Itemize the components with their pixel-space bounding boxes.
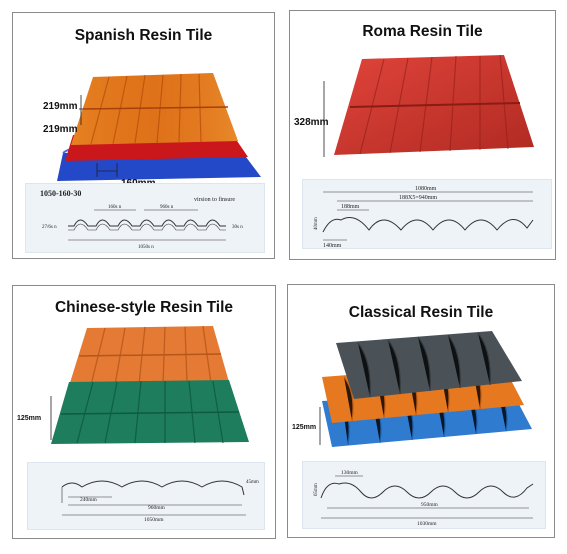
dim-label: 125mm <box>292 424 316 431</box>
dim-label: 188mm <box>341 204 360 210</box>
tile-title: Chinese-style Resin Tile <box>54 299 234 316</box>
dim-label: 960s n <box>160 205 174 210</box>
dim-label: 219mm <box>43 124 78 135</box>
dim-label: 45mm <box>246 480 259 485</box>
tile-card-roma: Roma Resin Tile 328mm 1080mm 188X5=940mm <box>289 10 556 260</box>
dim-label: 188X5=940mm <box>399 195 437 201</box>
tile-photo: 219mm 219mm 160mm <box>43 73 261 187</box>
tile-title: Roma Resin Tile <box>362 23 483 40</box>
tile-title: Spanish Resin Tile <box>74 27 213 44</box>
tile-card-spanish: Spanish Resin Tile <box>12 12 275 259</box>
dim-label: 960mm <box>148 505 166 511</box>
tile-card-chinese: Chinese-style Resin Tile 125mm <box>12 285 276 539</box>
dim-label: 240mm <box>80 497 98 503</box>
tile-profile-drawing: 240mm 960mm 1050mm 45mm <box>27 462 265 530</box>
tile-profile-drawing: 1080mm 188X5=940mm 188mm 40mm 140mm <box>302 179 552 249</box>
model-label: 1050-160-30 <box>40 189 81 198</box>
tile-profile-drawing: 1050-160-30 virsion to finsure 160s n 96… <box>25 183 265 253</box>
tile-title: Classical Resin Tile <box>348 304 494 321</box>
dim-label: 950mm <box>421 502 439 508</box>
dim-label: 130mm <box>341 470 359 476</box>
tile-photo: 328mm <box>294 54 534 157</box>
dim-label: 140mm <box>323 243 342 249</box>
dim-label: 65mm <box>314 483 319 496</box>
dim-label: 1050mm <box>144 517 164 523</box>
dim-label: 160mm <box>121 178 156 187</box>
dim-label: 328mm <box>294 117 329 128</box>
dim-label: 30s n <box>232 225 243 230</box>
dim-label: 1080mm <box>415 186 437 192</box>
tile-card-classical: Classical Resin Tile <box>287 284 555 538</box>
dim-label: 219mm <box>43 101 78 112</box>
tile-photo: 125mm <box>17 325 249 444</box>
dim-label: 27/6s n <box>42 225 57 230</box>
dim-label: 40mm <box>314 217 319 230</box>
tile-photo: 125mm <box>292 331 532 447</box>
dim-label: 125mm <box>17 415 41 422</box>
dim-label: 1030mm <box>417 521 437 527</box>
note-label: virsion to finsure <box>194 196 235 203</box>
dim-label: 160s n <box>108 205 122 210</box>
dim-label: 1050s n <box>138 245 154 250</box>
tile-profile-drawing: 130mm 65mm 950mm 1030mm <box>302 461 546 529</box>
